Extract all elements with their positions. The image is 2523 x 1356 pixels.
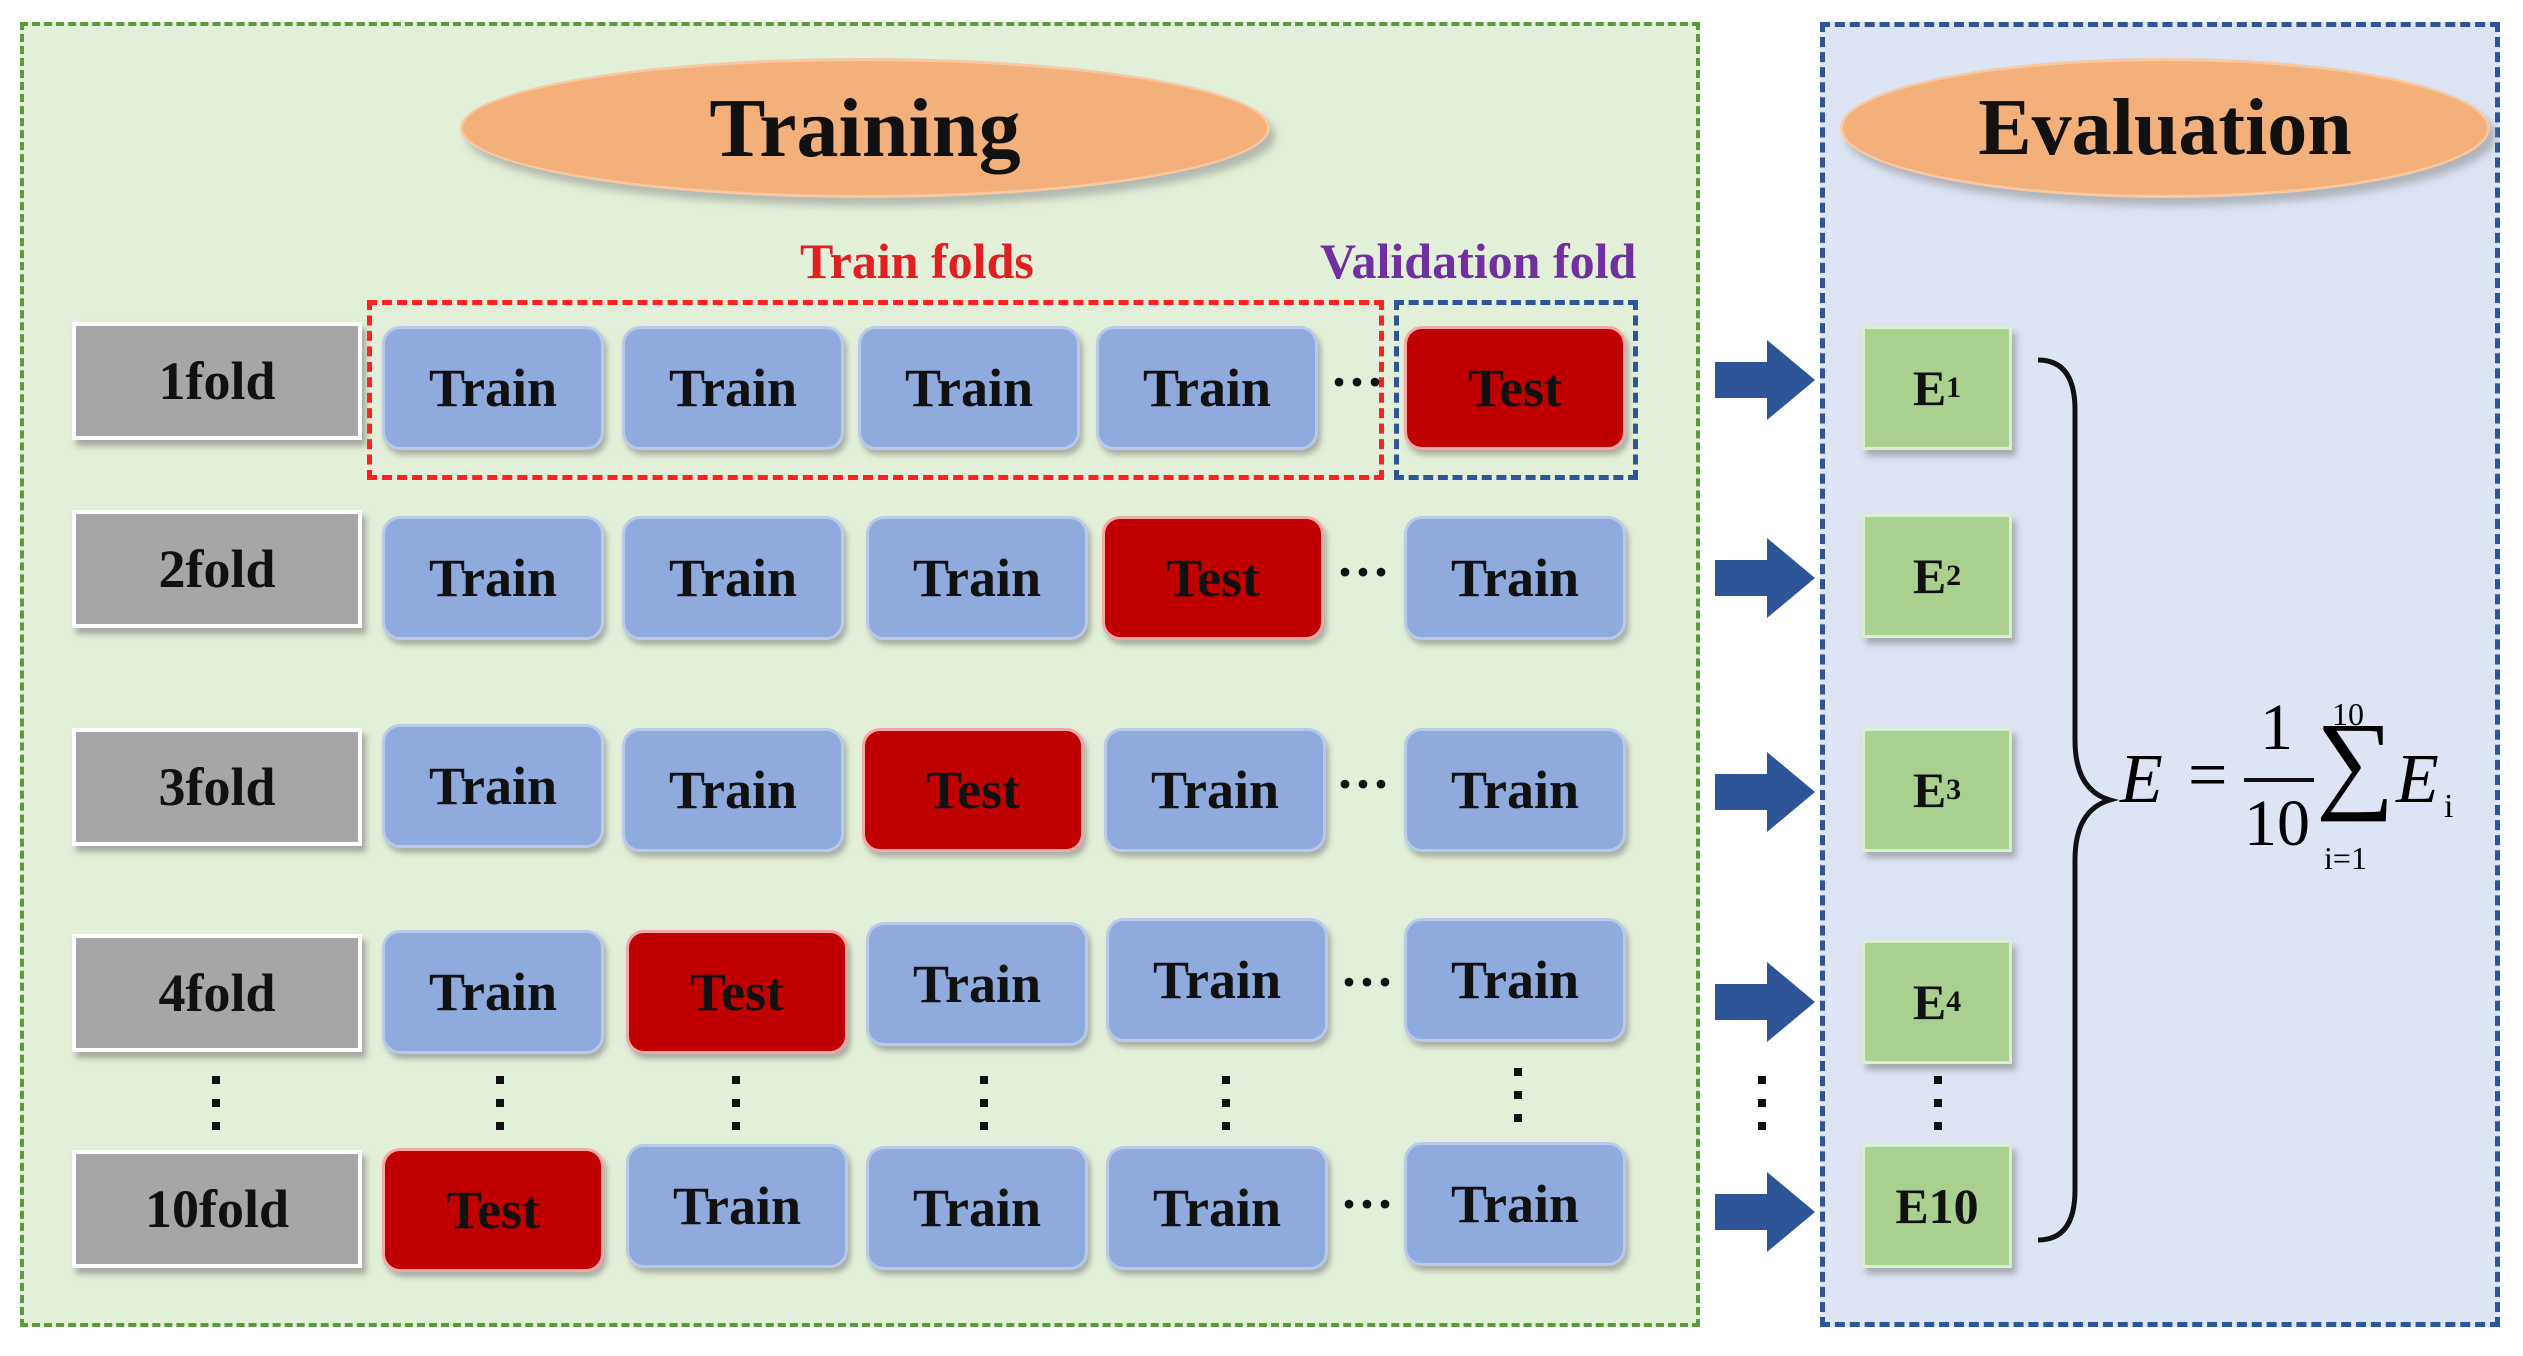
fold2-cell-5: Train (1404, 516, 1626, 640)
train-folds-highlight (367, 300, 1384, 480)
fold3-cell-4: Train (1104, 728, 1326, 852)
ellipsis-row-3: ··· (1336, 754, 1391, 814)
ellipsis-row-1: ··· (1330, 352, 1385, 412)
fold2-cell-2: Train (622, 516, 844, 640)
validation-fold-label: Validation fold (1320, 233, 1637, 289)
formula-equals: = (2188, 737, 2228, 814)
vertical-ellipsis (732, 1076, 740, 1130)
vertical-ellipsis (980, 1076, 988, 1130)
vertical-ellipsis (1514, 1068, 1522, 1122)
fold4-cell-4: Train (1106, 918, 1328, 1042)
vertical-ellipsis (1758, 1076, 1766, 1130)
fold4-cell-2: Test (626, 930, 848, 1054)
fold1-cell-2: Train (622, 326, 844, 450)
right-arrow-icon (1715, 962, 1815, 1042)
vertical-ellipsis (496, 1076, 504, 1130)
training-title: Training (460, 58, 1270, 198)
fold4-cell-3: Train (866, 922, 1088, 1046)
fold10-cell-4: Train (1106, 1146, 1328, 1270)
ellipsis-row-2: ··· (1336, 542, 1391, 602)
fold-label-2: 2fold (72, 510, 362, 628)
fold10-cell-5: Train (1404, 1142, 1626, 1266)
eval-box-10: E10 (1862, 1144, 2012, 1268)
right-arrow-icon (1715, 340, 1815, 420)
fold1-cell-4: Train (1096, 326, 1318, 450)
fold3-cell-3: Test (862, 728, 1084, 852)
fold-label-4: 4fold (72, 934, 362, 1052)
right-arrow-icon (1715, 538, 1815, 618)
formula-lhs: E (2120, 741, 2163, 818)
fold2-cell-4: Test (1102, 516, 1324, 640)
vertical-ellipsis (1222, 1076, 1230, 1130)
fold10-cell-3: Train (866, 1146, 1088, 1270)
vertical-ellipsis (1934, 1076, 1942, 1130)
average-formula: E = 1 10 10 ∑ i=1 E i (2120, 690, 2470, 890)
fraction-bar (2244, 778, 2314, 782)
ellipsis-row-4: ··· (1340, 952, 1395, 1012)
fold10-cell-2: Train (626, 1144, 848, 1268)
evaluation-panel (1820, 22, 2500, 1327)
sum-upper-limit: 10 (2332, 696, 2364, 732)
fold3-cell-1: Train (382, 724, 604, 848)
validation-fold-highlight (1394, 300, 1638, 480)
fold4-cell-1: Train (382, 930, 604, 1054)
fold2-cell-1: Train (382, 516, 604, 640)
right-arrow-icon (1715, 752, 1815, 832)
evaluation-title: Evaluation (1840, 58, 2490, 198)
fold-label-3: 3fold (72, 728, 362, 846)
formula-denominator: 10 (2244, 787, 2310, 860)
fold-label-1: 1fold (72, 322, 362, 440)
fold3-cell-2: Train (622, 728, 844, 852)
fold2-cell-3: Train (866, 516, 1088, 640)
fold1-cell-5: Test (1404, 326, 1626, 450)
fold3-cell-5: Train (1404, 728, 1626, 852)
fold10-cell-1: Test (382, 1148, 604, 1272)
formula-term: E (2396, 741, 2439, 818)
fold1-cell-3: Train (858, 326, 1080, 450)
train-folds-label: Train folds (800, 233, 1034, 289)
training-panel (20, 22, 1700, 1327)
sum-lower-limit: i=1 (2324, 840, 2367, 876)
sum-icon: ∑ (2316, 700, 2395, 822)
ellipsis-row-10: ··· (1340, 1174, 1395, 1234)
vertical-ellipsis (212, 1076, 220, 1130)
formula-term-subscript: i (2444, 788, 2454, 825)
fold4-cell-5: Train (1404, 918, 1626, 1042)
fold1-cell-1: Train (382, 326, 604, 450)
fold-label-10: 10fold (72, 1150, 362, 1268)
right-arrow-icon (1715, 1172, 1815, 1252)
curly-brace-icon (2037, 357, 2120, 1243)
formula-numerator: 1 (2260, 691, 2293, 764)
